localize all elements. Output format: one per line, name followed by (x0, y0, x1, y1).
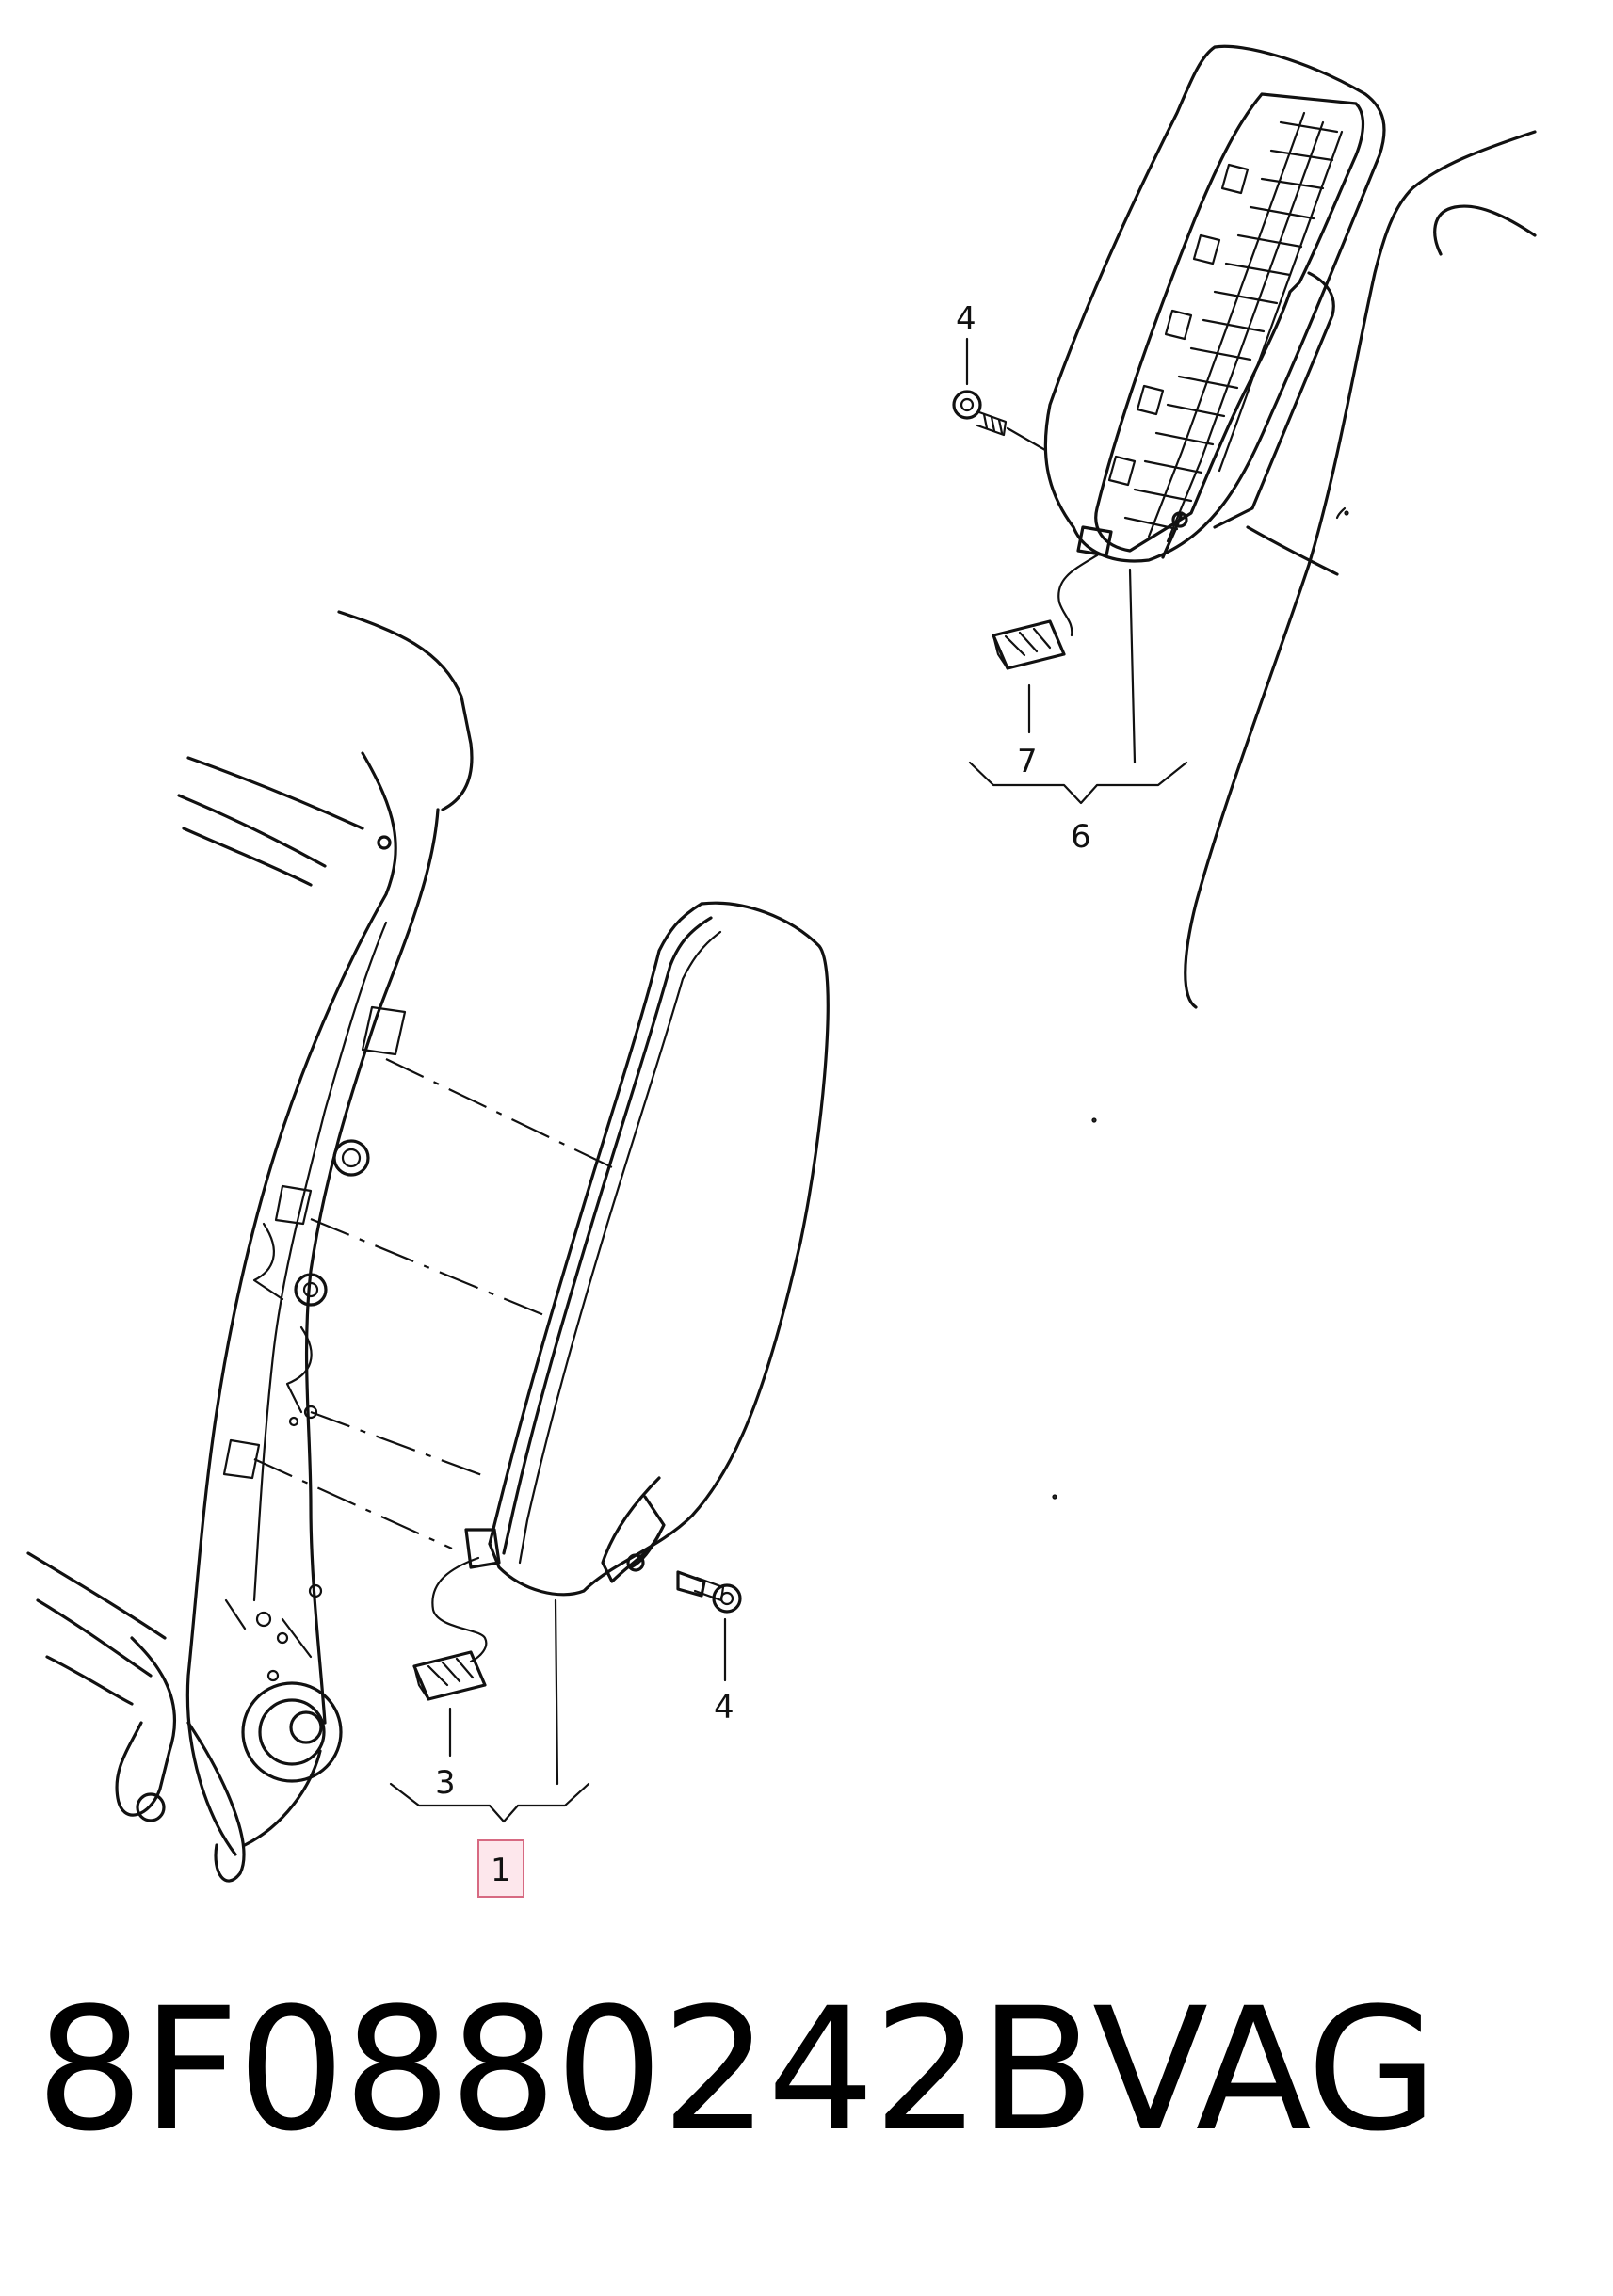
brand-name: VAG (1092, 1972, 1438, 2169)
bolt-lower (676, 1570, 742, 1682)
upper-callout-leaders (968, 568, 1188, 805)
part-number: 8F0880242B (36, 1972, 1095, 2169)
callout-7: 7 (1017, 743, 1038, 780)
side-airbag-module (412, 901, 830, 1701)
callout-4-lower: 4 (714, 1689, 734, 1726)
callout-4-upper: 4 (956, 300, 976, 338)
callout-1-highlight[interactable] (477, 1839, 524, 1898)
callout-3: 3 (435, 1764, 456, 1802)
callout-1[interactable]: 1 (491, 1852, 511, 1889)
upper-seat-back (1184, 130, 1537, 1009)
callout-6: 6 (1071, 818, 1091, 856)
bolt-upper (952, 337, 1047, 452)
seat-frame (26, 610, 474, 1883)
upper-airbag-module (992, 44, 1386, 670)
assembly-leaders (253, 1058, 613, 1550)
lower-callout-leaders (389, 1598, 590, 1823)
